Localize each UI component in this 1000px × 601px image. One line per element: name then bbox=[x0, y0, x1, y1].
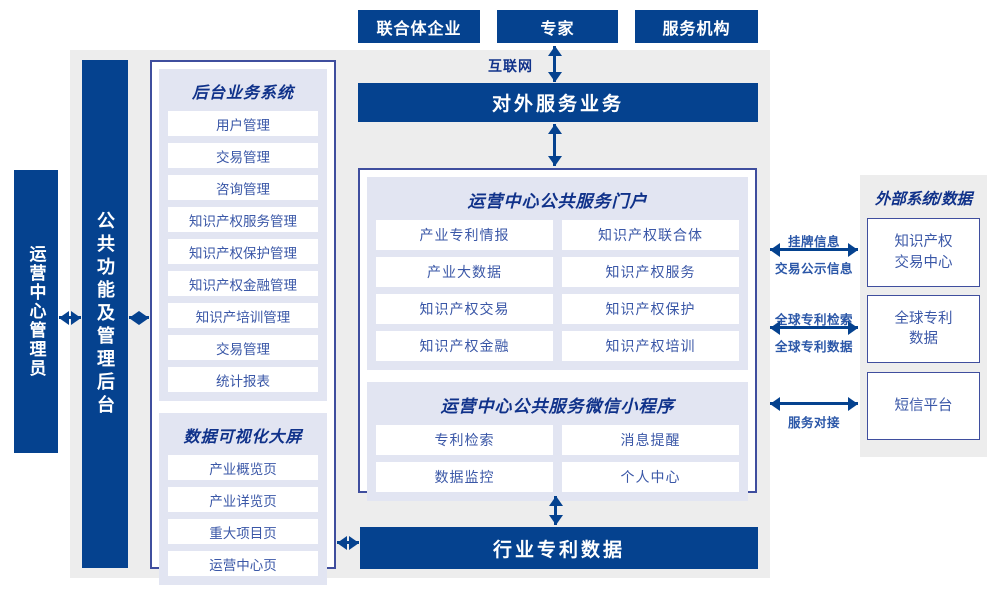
ip-trade-center-arrow-icon bbox=[770, 248, 858, 251]
dataviz-item-industry-overview: 产业概览页 bbox=[168, 455, 318, 480]
actor-box-experts: 专家 bbox=[497, 10, 618, 43]
portal-item-ip-service: 知识产权服务 bbox=[562, 257, 739, 287]
global-patent-arrow-icon bbox=[770, 326, 858, 329]
portal-item-ip-consortium: 知识产权联合体 bbox=[562, 220, 739, 250]
industry-patent-data-bar: 行业专利数据 bbox=[360, 527, 758, 569]
backend-item-ip-training-mgmt: 知识产培训管理 bbox=[168, 303, 318, 328]
backend-item-ip-finance-mgmt: 知识产权金融管理 bbox=[168, 271, 318, 296]
external-box-sms-platform: 短信平台 bbox=[867, 372, 980, 440]
backend-container-arrow-icon bbox=[129, 316, 149, 319]
link-label-listing-info: 挂牌信息 bbox=[787, 235, 840, 249]
portal-to-industry-data-arrow-icon bbox=[554, 496, 557, 525]
backend-item-ip-service-mgmt: 知识产权服务管理 bbox=[168, 207, 318, 232]
internet-label: 互联网 bbox=[488, 58, 533, 74]
miniprogram-grid: 专利检索 消息提醒 数据监控 个人中心 bbox=[376, 425, 739, 492]
dataviz-item-industry-detail: 产业详览页 bbox=[168, 487, 318, 512]
portal-item-ip-training: 知识产权培训 bbox=[562, 331, 739, 361]
data-visualization-section: 数据可视化大屏 产业概览页 产业详览页 重大项目页 运营中心页 bbox=[159, 413, 327, 585]
miniprogram-title: 运营中心公共服务微信小程序 bbox=[440, 397, 675, 416]
backend-item-statistics-report: 统计报表 bbox=[168, 367, 318, 392]
internet-double-arrow-icon bbox=[553, 46, 556, 82]
backend-item-trade-mgmt-2: 交易管理 bbox=[168, 335, 318, 360]
portal-container: 运营中心公共服务门户 产业专利情报 知识产权联合体 产业大数据 知识产权服务 知… bbox=[358, 168, 757, 501]
link-label-global-patent-data: 全球专利数据 bbox=[774, 340, 853, 354]
backend-container: 后台业务系统 用户管理 交易管理 咨询管理 知识产权服务管理 知识产权保护管理 … bbox=[150, 60, 336, 585]
operation-center-admin-label: 运营中心管理员 bbox=[26, 245, 46, 378]
backend-item-user-mgmt: 用户管理 bbox=[168, 111, 318, 136]
sms-platform-arrow-icon bbox=[770, 402, 858, 405]
portal-grid: 产业专利情报 知识产权联合体 产业大数据 知识产权服务 知识产权交易 知识产权保… bbox=[376, 220, 739, 361]
dataviz-to-industry-data-arrow-icon bbox=[337, 541, 359, 544]
external-box-ip-trade-center: 知识产权 交易中心 bbox=[867, 218, 980, 287]
portal-item-ip-protection: 知识产权保护 bbox=[562, 294, 739, 324]
dataviz-item-operation-center: 运营中心页 bbox=[168, 551, 318, 576]
public-function-backend-bar: 公共功能及管理后台 bbox=[82, 60, 128, 568]
miniprogram-item-message-reminder: 消息提醒 bbox=[562, 425, 739, 455]
portal-item-ip-trade: 知识产权交易 bbox=[376, 294, 553, 324]
external-service-bar: 对外服务业务 bbox=[358, 83, 758, 122]
portal-title: 运营中心公共服务门户 bbox=[467, 192, 648, 211]
external-systems-panel: 外部系统/数据 知识产权 交易中心 全球专利 数据 短信平台 bbox=[860, 175, 987, 457]
operation-center-admin-bar: 运营中心管理员 bbox=[14, 170, 58, 453]
backend-system-section: 后台业务系统 用户管理 交易管理 咨询管理 知识产权服务管理 知识产权保护管理 … bbox=[159, 69, 327, 401]
backend-item-consult-mgmt: 咨询管理 bbox=[168, 175, 318, 200]
portal-item-industry-big-data: 产业大数据 bbox=[376, 257, 553, 287]
miniprogram-item-patent-search: 专利检索 bbox=[376, 425, 553, 455]
dataviz-item-major-projects: 重大项目页 bbox=[168, 519, 318, 544]
actor-box-consortium-enterprises: 联合体企业 bbox=[358, 10, 480, 43]
data-visualization-title: 数据可视化大屏 bbox=[183, 429, 303, 446]
miniprogram-section: 运营中心公共服务微信小程序 专利检索 消息提醒 数据监控 个人中心 bbox=[367, 382, 748, 501]
portal-section: 运营中心公共服务门户 产业专利情报 知识产权联合体 产业大数据 知识产权服务 知… bbox=[367, 177, 748, 370]
link-label-trade-publicity: 交易公示信息 bbox=[774, 262, 853, 276]
portal-item-industry-patent-intel: 产业专利情报 bbox=[376, 220, 553, 250]
miniprogram-item-data-monitor: 数据监控 bbox=[376, 462, 553, 492]
backend-item-ip-protection-mgmt: 知识产权保护管理 bbox=[168, 239, 318, 264]
miniprogram-item-personal-center: 个人中心 bbox=[562, 462, 739, 492]
external-box-global-patent-data: 全球专利 数据 bbox=[867, 295, 980, 363]
portal-item-ip-finance: 知识产权金融 bbox=[376, 331, 553, 361]
public-function-backend-label: 公共功能及管理后台 bbox=[95, 210, 115, 418]
link-label-global-patent-search: 全球专利检索 bbox=[774, 313, 853, 327]
admin-backend-arrow-icon bbox=[59, 316, 81, 319]
actor-box-service-agencies: 服务机构 bbox=[635, 10, 758, 43]
service-to-portal-arrow-icon bbox=[553, 124, 556, 166]
link-label-service-connect: 服务对接 bbox=[787, 416, 840, 430]
backend-system-title: 后台业务系统 bbox=[191, 85, 294, 102]
backend-item-trade-mgmt: 交易管理 bbox=[168, 143, 318, 168]
external-systems-title: 外部系统/数据 bbox=[874, 191, 973, 208]
